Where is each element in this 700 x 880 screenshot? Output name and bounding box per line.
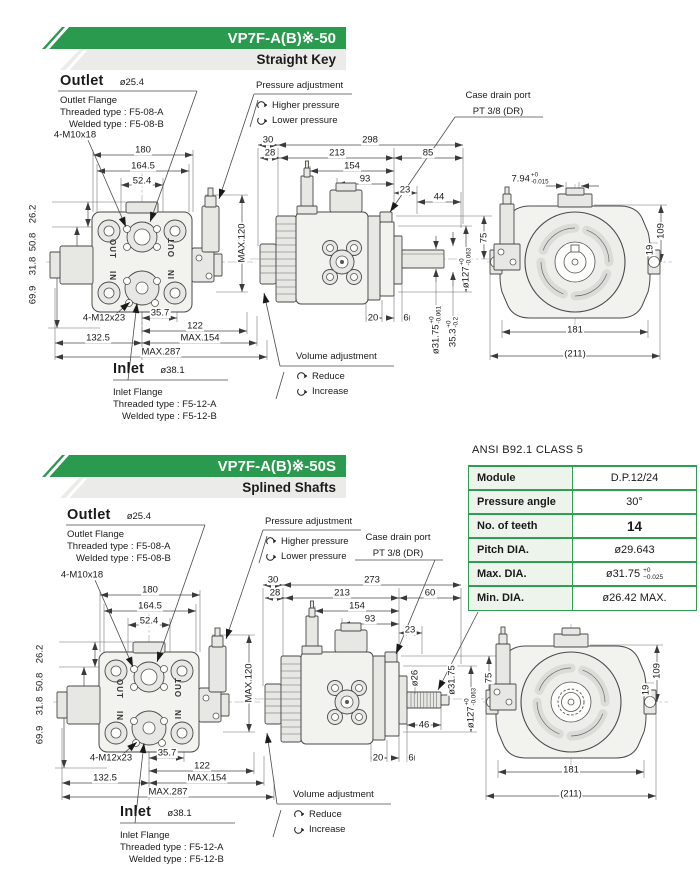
outlet-threaded-type: Threaded type : F5-08-A	[67, 541, 171, 552]
spec-row-value: 30°	[572, 489, 697, 514]
shaft-type-banner: Straight Key	[60, 49, 346, 70]
straight-key-drawing	[46, 90, 672, 400]
volume-adjustment-title: Volume adjustment	[293, 789, 374, 800]
pressure-adjustment-block: Pressure adjustment Higher pressure Lowe…	[265, 516, 352, 563]
inlet-heading: Inlet	[120, 804, 152, 820]
inlet-label-block: Inlet ø38.1 Inlet Flange Threaded type : …	[120, 803, 224, 866]
ccw-arrow-icon	[297, 388, 307, 396]
spec-row-label: Pressure angle	[468, 489, 573, 514]
model-title: VP7F-A(B)※-50	[227, 30, 336, 47]
lower-pressure-label: Lower pressure	[281, 550, 347, 562]
cw-arrow-icon	[257, 101, 267, 109]
cw-arrow-icon	[294, 810, 304, 818]
spec-row-label: Min. DIA.	[468, 585, 573, 610]
spec-row-label: Max. DIA.	[468, 561, 573, 586]
spec-row-value: ø31.75+0−0.025	[572, 561, 697, 586]
model-banner: VP7F-A(B)※-50S	[42, 455, 346, 477]
case-drain-port-size: PT 3/8 (DR)	[372, 547, 424, 559]
inlet-flange-label: Inlet Flange	[113, 387, 163, 399]
inlet-heading: Inlet	[113, 361, 145, 377]
spec-row-value: ø29.643	[572, 537, 697, 562]
reduce-label: Reduce	[309, 808, 342, 820]
outlet-diameter: ø25.4	[119, 77, 144, 88]
pressure-adjustment-title: Pressure adjustment	[265, 516, 353, 527]
outlet-flange-label: Outlet Flange	[67, 529, 125, 541]
volume-adjustment-block: Volume adjustment Reduce Increase	[293, 789, 374, 836]
increase-label: Increase	[309, 823, 346, 835]
spec-row-label: Module	[468, 465, 573, 490]
case-drain-port-size: PT 3/8 (DR)	[472, 105, 524, 117]
outlet-diameter: ø25.4	[126, 511, 151, 522]
case-drain-label: Case drain port	[365, 532, 431, 543]
higher-pressure-label: Higher pressure	[281, 535, 349, 547]
spec-row: Max. DIA.ø31.75+0−0.025	[468, 561, 697, 586]
pressure-adjustment-title: Pressure adjustment	[256, 80, 344, 91]
cw-arrow-icon	[266, 537, 276, 545]
spec-row-value: ø26.42 MAX.	[572, 585, 697, 610]
lower-pressure-label: Lower pressure	[272, 114, 338, 126]
model-banner: VP7F-A(B)※-50	[42, 27, 346, 49]
inlet-label-block: Inlet ø38.1 Inlet Flange Threaded type : …	[113, 360, 217, 423]
case-drain-label: Case drain port	[465, 90, 531, 101]
spec-row: Pitch DIA.ø29.643	[468, 537, 697, 562]
outlet-label-block: Outlet ø25.4 Outlet Flange Threaded type …	[67, 506, 171, 565]
outlet-welded-type: Welded type : F5-08-B	[69, 118, 164, 130]
case-drain-block: Case drain port PT 3/8 (DR)	[350, 532, 446, 560]
inlet-welded-type: Welded type : F5-12-B	[122, 410, 217, 422]
ccw-arrow-icon	[266, 553, 276, 561]
cw-arrow-icon	[297, 372, 307, 380]
inlet-diameter: ø38.1	[160, 365, 185, 376]
outlet-label-block: Outlet ø25.4 Outlet Flange Threaded type …	[60, 72, 164, 131]
spec-row-label: Pitch DIA.	[468, 537, 573, 562]
volume-adjustment-block: Volume adjustment Reduce Increase	[296, 351, 377, 398]
outlet-flange-label: Outlet Flange	[60, 95, 118, 107]
inlet-diameter: ø38.1	[167, 808, 192, 819]
pressure-adjustment-block: Pressure adjustment Higher pressure Lowe…	[256, 80, 343, 127]
spec-row-value: D.P.12/24	[572, 465, 697, 490]
model-title: VP7F-A(B)※-50S	[217, 458, 336, 475]
outlet-welded-type: Welded type : F5-08-B	[76, 552, 171, 564]
outlet-threaded-type: Threaded type : F5-08-A	[60, 107, 164, 118]
outlet-heading: Outlet	[60, 73, 104, 89]
inlet-threaded-type: Threaded type : F5-12-A	[113, 399, 217, 410]
ccw-arrow-icon	[294, 826, 304, 834]
splined-shaft-drawing	[53, 524, 668, 838]
shaft-type-banner: Splined Shafts	[60, 477, 346, 498]
volume-adjustment-title: Volume adjustment	[296, 351, 377, 362]
inlet-welded-type: Welded type : F5-12-B	[129, 853, 224, 865]
increase-label: Increase	[312, 385, 349, 397]
shaft-type-title: Splined Shafts	[242, 480, 336, 495]
inlet-threaded-type: Threaded type : F5-12-A	[120, 842, 224, 853]
spec-row-value: 14	[572, 513, 697, 538]
spec-table-header: ANSI B92.1 CLASS 5	[472, 444, 584, 456]
shaft-type-title: Straight Key	[256, 52, 336, 67]
spec-row: Min. DIA.ø26.42 MAX.	[468, 585, 697, 610]
ccw-arrow-icon	[257, 117, 267, 125]
spec-row-label: No. of teeth	[468, 513, 573, 538]
higher-pressure-label: Higher pressure	[272, 99, 340, 111]
outlet-heading: Outlet	[67, 507, 111, 523]
case-drain-block: Case drain port PT 3/8 (DR)	[450, 90, 546, 118]
inlet-flange-label: Inlet Flange	[120, 830, 170, 842]
reduce-label: Reduce	[312, 370, 345, 382]
